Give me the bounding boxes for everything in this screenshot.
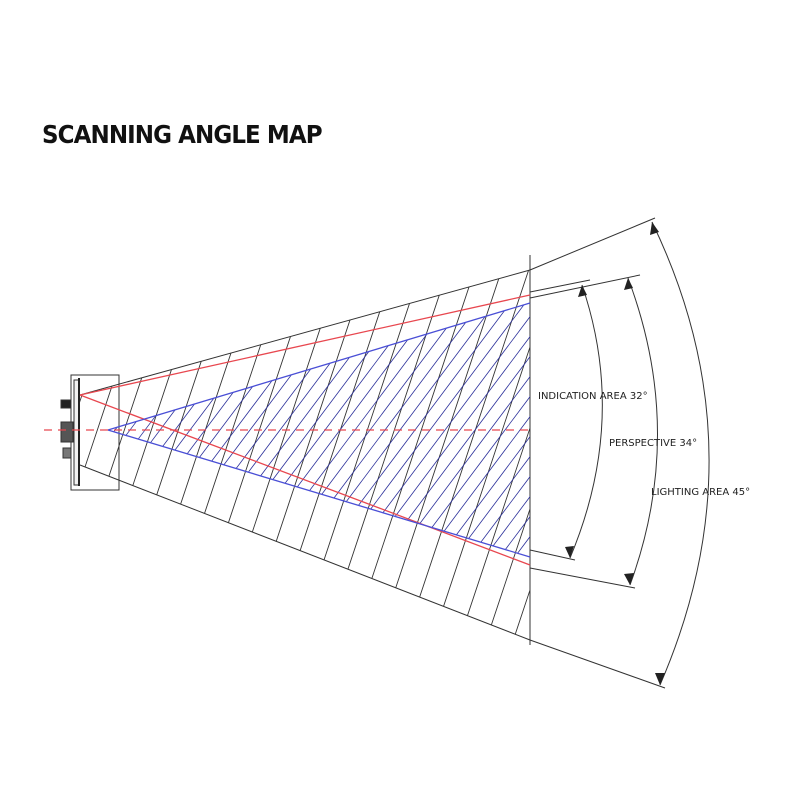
hatch-line (80, 270, 209, 640)
scanner-device (60, 374, 120, 491)
hatch-line (429, 303, 530, 557)
page-title: SCANNING ANGLE MAP (42, 120, 323, 149)
lighting-area-hatch (80, 260, 694, 650)
indication-area-label: INDICATION AREA 32° (538, 391, 648, 402)
hatch-line (104, 270, 236, 640)
hatch-line (320, 270, 452, 640)
hatch-line (444, 303, 530, 557)
hatch-line (565, 290, 775, 570)
hatch-line (519, 303, 530, 557)
hatch-line (212, 270, 344, 640)
hatch-line (185, 270, 317, 640)
hatch-line (504, 303, 530, 557)
hatch-line (80, 270, 155, 640)
hatch-line (239, 270, 371, 640)
hatch-line (80, 270, 101, 640)
hatch-line (489, 303, 530, 557)
perspective-lines (79, 294, 531, 566)
hatch-line (131, 270, 263, 640)
lighting-area-label: LIGHTING AREA 45° (651, 487, 750, 498)
hatch-line (266, 270, 398, 640)
lighting-field-lines (79, 217, 666, 689)
hatch-line (399, 303, 530, 557)
hatch-line (428, 270, 530, 640)
perspective-label: PERSPECTIVE 34° (609, 438, 697, 449)
hatch-line (374, 270, 506, 640)
hatch-line (535, 290, 745, 570)
hatch-line (474, 303, 530, 557)
hatch-line (384, 303, 530, 557)
arc-arrowheads (565, 222, 665, 685)
hatch-line (482, 270, 530, 640)
hatch-line (564, 260, 694, 650)
angle-arcs (569, 221, 710, 686)
indication-lines (107, 302, 531, 558)
hatch-line (537, 260, 667, 650)
hatch-line (401, 270, 530, 640)
hatch-line (158, 270, 290, 640)
hatch-line (455, 270, 530, 640)
hatch-line (459, 303, 530, 557)
hatch-line (347, 270, 479, 640)
